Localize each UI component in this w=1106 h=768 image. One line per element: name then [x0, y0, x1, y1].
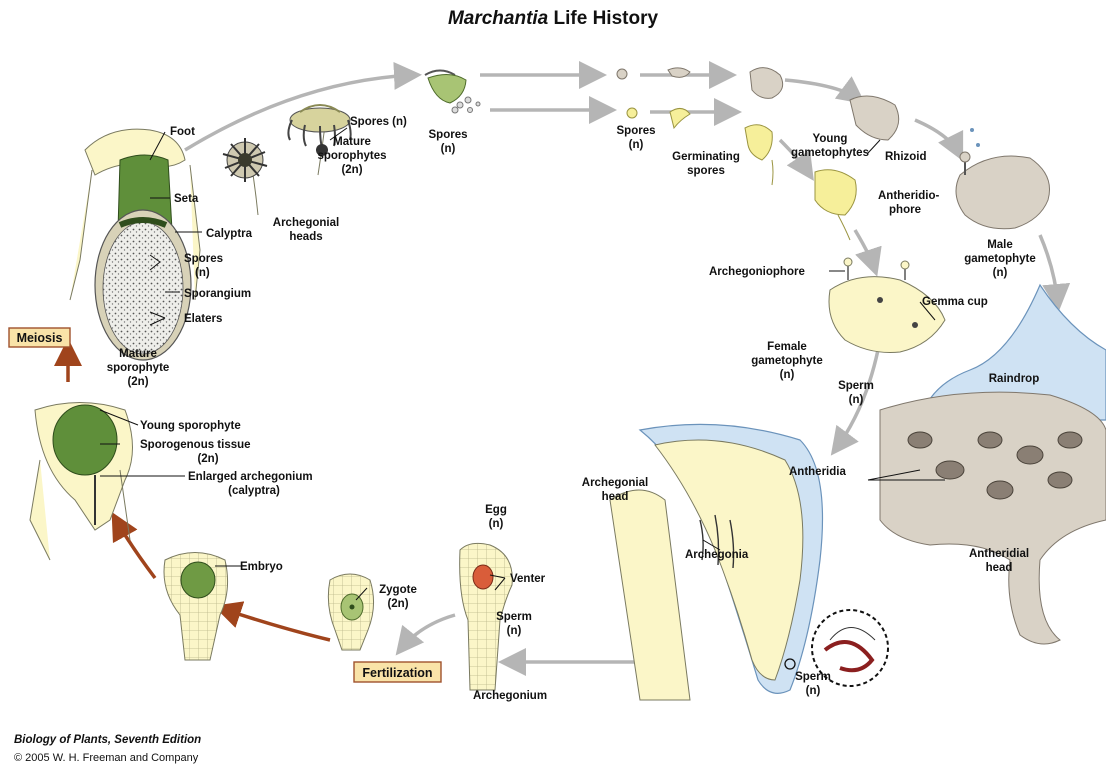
- label-young-sporophyte: Young sporophyte: [140, 420, 241, 432]
- label-elaters: Elaters: [184, 313, 222, 325]
- label-sperm-bottom-2: (n): [806, 685, 821, 697]
- label-spores-right-1: Spores: [617, 125, 656, 137]
- fertilization-stage: Fertilization: [354, 662, 441, 682]
- label-antheridial-head-1: Antheridial: [969, 548, 1029, 560]
- label-mature-sporophytes-1: Mature: [333, 136, 371, 148]
- label-sporangium: Sporangium: [184, 288, 251, 300]
- label-mature-sporophyte-2: sporophyte: [107, 362, 170, 374]
- zygote-illustration: [328, 574, 373, 650]
- label-young-gametophytes-2: gametophytes: [791, 147, 869, 159]
- label-antheridiophore-2: phore: [889, 204, 921, 216]
- young-sporophyte-illustration: [30, 403, 133, 561]
- label-male-gametophyte-3: (n): [993, 267, 1008, 279]
- archegonial-head-illustration: [610, 424, 888, 700]
- label-germinating-1: Germinating: [672, 151, 740, 163]
- label-female-gametophyte-3: (n): [780, 369, 795, 381]
- label-archegonial-heads-2: heads: [289, 231, 322, 243]
- label-male-gametophyte-1: Male: [987, 239, 1013, 251]
- label-zygote-2: (2n): [387, 598, 408, 610]
- label-enlarged-2: (calyptra): [228, 485, 280, 497]
- embryo-illustration: [164, 553, 228, 661]
- label-egg-2: (n): [489, 518, 504, 530]
- label-archegonial-head-2: head: [602, 491, 629, 503]
- label-antheridiophore-1: Antheridio-: [878, 190, 939, 202]
- label-female-gametophyte-2: gametophyte: [751, 355, 823, 367]
- label-archegonium: Archegonium: [473, 690, 547, 702]
- label-mature-sporophytes-3: (2n): [341, 164, 362, 176]
- label-sporogenous-1: Sporogenous tissue: [140, 439, 251, 451]
- label-spores-n-top: Spores (n): [350, 116, 407, 128]
- label-archegonial-heads-1: Archegonial: [273, 217, 339, 229]
- male-gametophyte-illustration: [956, 128, 1050, 229]
- label-raindrop: Raindrop: [989, 373, 1039, 385]
- label-young-gametophytes-1: Young: [813, 133, 848, 145]
- label-zygote-1: Zygote: [379, 584, 417, 596]
- label-spores-mid-1: Spores: [429, 129, 468, 141]
- label-antheridia: Antheridia: [789, 466, 846, 478]
- spore-capsule-illustration: [425, 71, 480, 114]
- label-spores-left: Spores: [184, 253, 223, 265]
- label-seta: Seta: [174, 193, 199, 205]
- label-archegonial-head-1: Archegonial: [582, 477, 648, 489]
- diagram-title: Marchantia Life History: [448, 8, 659, 29]
- label-spores-mid-2: (n): [441, 143, 456, 155]
- label-sperm-top-2: (n): [849, 394, 864, 406]
- meiosis-stage: Meiosis: [9, 328, 70, 347]
- label-female-gametophyte-1: Female: [767, 341, 807, 353]
- label-foot: Foot: [170, 126, 195, 138]
- label-calyptra: Calyptra: [206, 228, 253, 240]
- label-rhizoid: Rhizoid: [885, 151, 927, 163]
- label-venter: Venter: [510, 573, 546, 585]
- label-sperm-mid-1: Sperm: [496, 611, 532, 623]
- label-sperm-bottom-1: Sperm: [795, 671, 831, 683]
- label-germinating-2: spores: [687, 165, 725, 177]
- label-spores-left-n: (n): [195, 267, 210, 279]
- mature-sporophyte-illustration: [70, 129, 200, 360]
- label-male-gametophyte-2: gametophyte: [964, 253, 1036, 265]
- label-spores-right-2: (n): [629, 139, 644, 151]
- label-sperm-top-1: Sperm: [838, 380, 874, 392]
- label-mature-sporophyte-3: (2n): [127, 376, 148, 388]
- label-gemma-cup: Gemma cup: [922, 296, 988, 308]
- label-mature-sporophytes-2: sporophytes: [317, 150, 386, 162]
- label-sporogenous-2: (2n): [197, 453, 218, 465]
- footer-copyright: © 2005 W. H. Freeman and Company: [14, 752, 199, 764]
- label-archegoniophore: Archegoniophore: [709, 266, 805, 278]
- svg-text:Fertilization: Fertilization: [362, 666, 432, 680]
- label-enlarged-1: Enlarged archegonium: [188, 471, 313, 483]
- label-sperm-mid-2: (n): [507, 625, 522, 637]
- footer-book-title: Biology of Plants, Seventh Edition: [14, 734, 201, 746]
- label-egg-1: Egg: [485, 504, 507, 516]
- label-archegonia: Archegonia: [685, 549, 749, 561]
- svg-text:Meiosis: Meiosis: [17, 331, 63, 345]
- label-mature-sporophyte-1: Mature: [119, 348, 157, 360]
- label-antheridial-head-2: head: [986, 562, 1013, 574]
- label-embryo: Embryo: [240, 561, 283, 573]
